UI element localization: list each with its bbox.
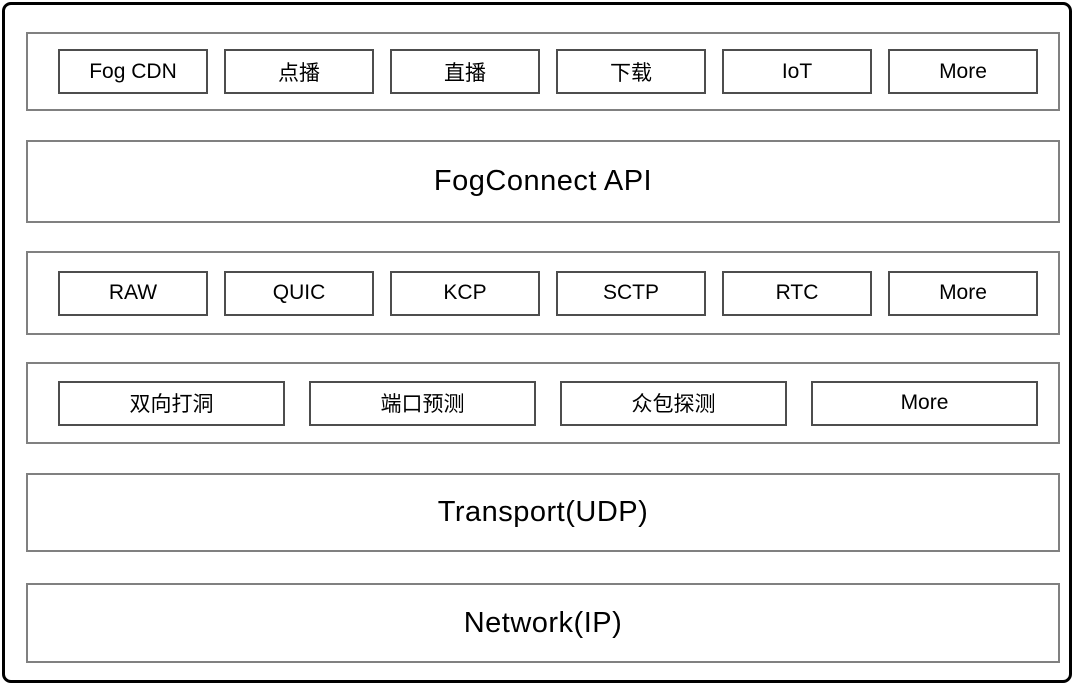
diagram-box: 双向打洞 <box>58 380 285 426</box>
network-label: Network(IP) <box>463 606 623 639</box>
diagram-box: More <box>811 380 1038 426</box>
layer-nat-traversal: 双向打洞端口预测众包探测 More <box>26 362 1060 444</box>
diagram-box: 众包探测 <box>560 380 787 426</box>
diagram-box: QUIC <box>224 270 374 316</box>
diagram-box: More <box>888 49 1038 94</box>
diagram-box: SCTP <box>556 270 706 316</box>
layer-transport: Transport(UDP) <box>26 473 1060 552</box>
diagram-box: More <box>888 270 1038 316</box>
diagram-box: 端口预测 <box>309 380 536 426</box>
layer-fogconnect-api: FogConnect API <box>26 140 1060 223</box>
diagram-box: KCP <box>390 270 540 316</box>
fogconnect-api-label: FogConnect API <box>433 165 653 197</box>
layer-protocols: RAW QUIC KCP SCTP RTC More <box>26 251 1060 335</box>
layer-network: Network(IP) <box>26 583 1060 663</box>
layer-applications: Fog CDN 点播直播下载 IoT More <box>26 32 1060 111</box>
diagram-box: 直播 <box>390 49 540 94</box>
diagram-box: IoT <box>722 49 872 94</box>
diagram-box: Fog CDN <box>58 49 208 94</box>
diagram-box: RTC <box>722 270 872 316</box>
diagram-box: 点播 <box>224 49 374 94</box>
diagram-box: 下载 <box>556 49 706 94</box>
transport-label: Transport(UDP) <box>437 496 649 528</box>
diagram-box: RAW <box>58 270 208 316</box>
